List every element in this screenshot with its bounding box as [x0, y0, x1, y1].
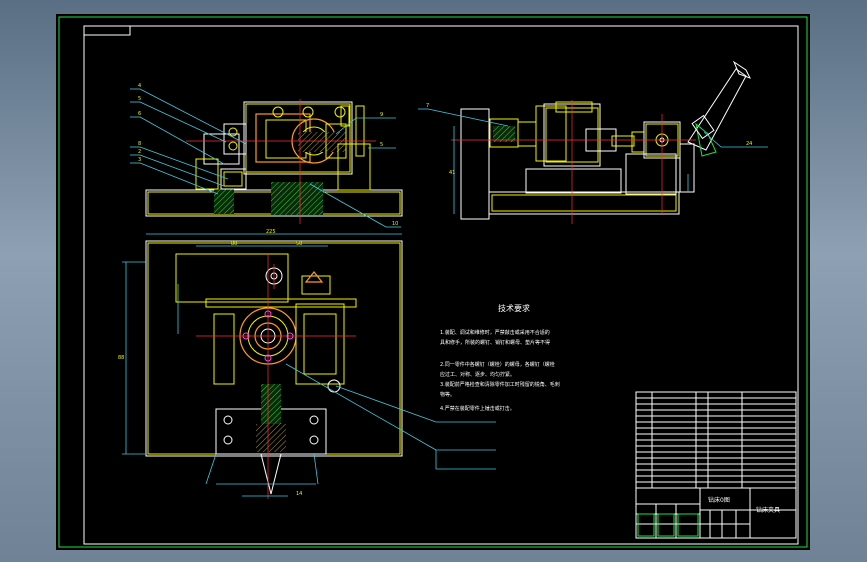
svg-text:24: 24 [746, 141, 752, 147]
dim-label: 50 [296, 241, 302, 247]
tech-req-line: 4.严禁在装配零件上锤击或打击。 [440, 405, 515, 412]
dim-label: 88 [118, 355, 124, 361]
tech-req-line: 应过工、对称、逐步、均匀拧紧。 [440, 371, 515, 378]
svg-text:9: 9 [380, 112, 383, 118]
svg-text:5: 5 [380, 142, 383, 148]
cad-drawing: 4 5 6 8 2 3 9 5 10 [58, 16, 808, 548]
side-view: 7 24 41 [418, 60, 768, 224]
frame-corner-box [83, 25, 131, 36]
svg-text:8: 8 [138, 141, 141, 147]
svg-text:6: 6 [138, 111, 141, 117]
tech-requirements-title: 技术要求 [498, 303, 530, 313]
svg-text:4: 4 [138, 83, 141, 89]
top-view [122, 233, 496, 499]
svg-text:2: 2 [138, 149, 141, 155]
title-block: 钻床0图 钻床夹具 [635, 487, 797, 539]
tech-req-line: 物等。 [440, 391, 455, 398]
dimension-labels: 80 50 225 14 88 [118, 229, 302, 497]
tech-req-line: 1.装配、调试和维修时，严禁敲击或采用不合适的 [440, 329, 550, 336]
svg-text:10: 10 [392, 221, 398, 227]
parts-list [635, 391, 797, 489]
svg-text:7: 7 [426, 103, 429, 109]
dim-label: 225 [266, 229, 276, 235]
svg-text:41: 41 [449, 170, 455, 176]
svg-text:3: 3 [138, 157, 141, 163]
drawing-frame [83, 25, 799, 545]
tech-req-line: 3.装配前严格检查和清除零件加工时残留的锐角、毛刺 [440, 381, 560, 388]
sheet-outer-border [58, 16, 808, 548]
cad-viewport[interactable]: 4 5 6 8 2 3 9 5 10 [56, 14, 810, 550]
tech-requirements: 技术要求 1.装配、调试和维修时，严禁敲击或采用不合适的 具和修手，所装的螺钉、… [440, 303, 560, 412]
dim-label: 80 [231, 241, 237, 247]
svg-text:5: 5 [138, 96, 141, 102]
front-view: 4 5 6 8 2 3 9 5 10 [130, 83, 403, 228]
tech-req-line: 2.同一零件中各螺钉（螺栓）的螺母，各螺钉（螺栓 [440, 361, 555, 368]
tech-req-line: 具和修手，所装的螺钉、销钉和螺母、垫片等不得 [440, 339, 550, 346]
drawing-number: 钻床0图 [708, 496, 730, 504]
part-name: 钻床夹具 [756, 506, 780, 514]
dim-label: 14 [296, 491, 302, 497]
